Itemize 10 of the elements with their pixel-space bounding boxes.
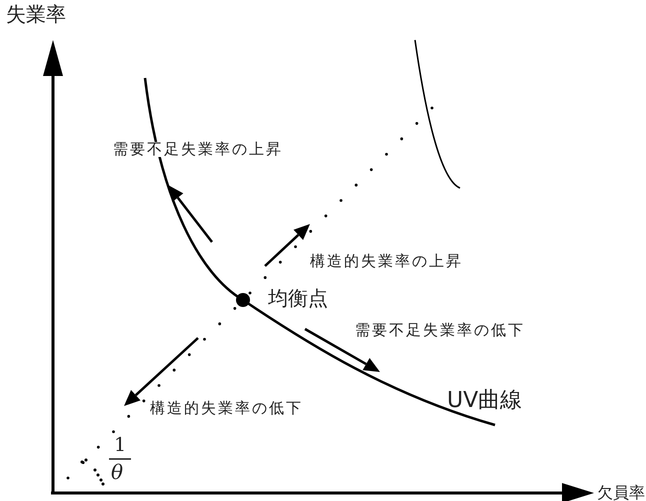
fraction-numerator: 1: [114, 436, 126, 455]
axis-label: 欠員率: [597, 485, 645, 501]
annotation-text: 構造的失業率の上昇: [310, 254, 463, 269]
annotation-text: 需要不足失業率の上昇: [113, 142, 283, 157]
point-label: 均衡点: [268, 288, 328, 308]
annotation-text: 需要不足失業率の低下: [355, 323, 525, 338]
curve-label: UV曲線: [447, 390, 522, 412]
annotation-text: 構造的失業率の低下: [150, 401, 303, 416]
fraction-denominator: θ: [111, 462, 124, 482]
axis-label: 失業率: [6, 4, 66, 24]
